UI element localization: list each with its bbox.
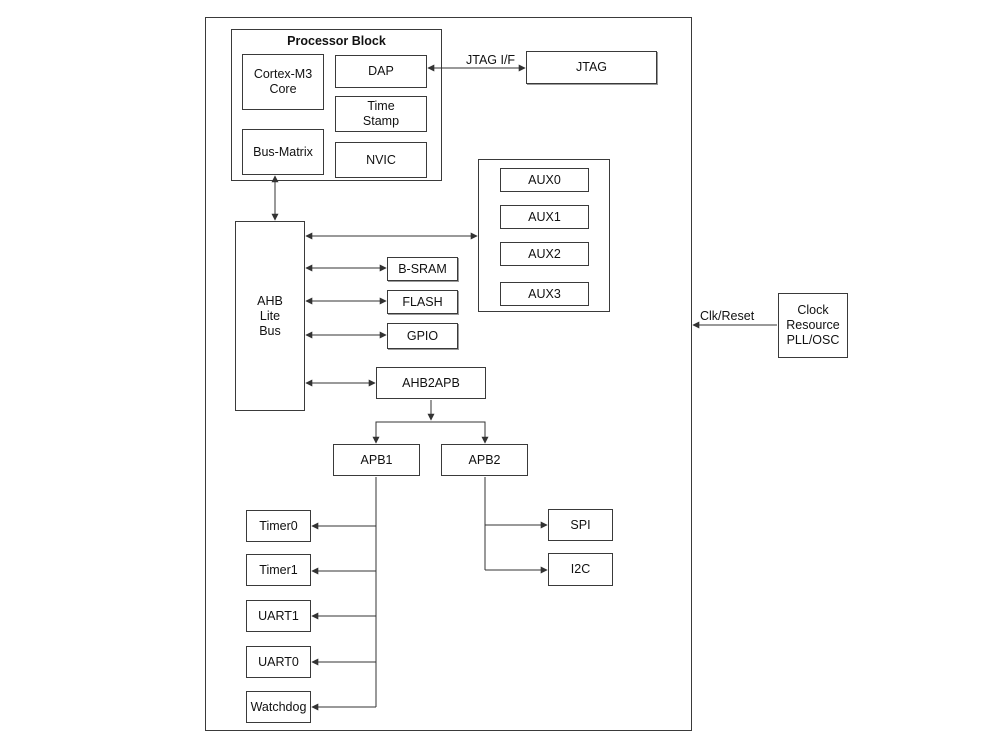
apb-split-line bbox=[375, 421, 486, 443]
time-stamp-block: Time Stamp bbox=[335, 96, 427, 132]
i2c-block: I2C bbox=[548, 553, 613, 586]
aux0-block: AUX0 bbox=[500, 168, 589, 192]
jtag-if-label: JTAG I/F bbox=[466, 53, 516, 67]
flash-block: FLASH bbox=[387, 290, 458, 314]
apb2-block: APB2 bbox=[441, 444, 528, 476]
watchdog-block: Watchdog bbox=[246, 691, 311, 723]
aux2-block: AUX2 bbox=[500, 242, 589, 266]
apb1-block: APB1 bbox=[333, 444, 420, 476]
aux-group bbox=[478, 159, 610, 312]
gpio-block: GPIO bbox=[387, 323, 458, 349]
aux3-block: AUX3 bbox=[500, 282, 589, 306]
timer0-block: Timer0 bbox=[246, 510, 311, 542]
spi-block: SPI bbox=[548, 509, 613, 541]
bus-matrix-block: Bus-Matrix bbox=[242, 129, 324, 175]
uart0-block: UART0 bbox=[246, 646, 311, 678]
processor-block-title: Processor Block bbox=[287, 34, 386, 48]
clk-reset-label: Clk/Reset bbox=[700, 309, 755, 323]
ahb-lite-bus-block: AHB Lite Bus bbox=[235, 221, 305, 411]
uart1-block: UART1 bbox=[246, 600, 311, 632]
aux1-block: AUX1 bbox=[500, 205, 589, 229]
processor-block bbox=[231, 29, 442, 181]
clock-resource-block: Clock Resource PLL/OSC bbox=[778, 293, 848, 358]
ahb2apb-block: AHB2APB bbox=[376, 367, 486, 399]
nvic-block: NVIC bbox=[335, 142, 427, 178]
cortex-m3-core-block: Cortex-M3 Core bbox=[242, 54, 324, 110]
chip-boundary bbox=[205, 17, 692, 731]
timer1-block: Timer1 bbox=[246, 554, 311, 586]
b-sram-block: B-SRAM bbox=[387, 257, 458, 281]
jtag-block: JTAG bbox=[526, 51, 657, 84]
dap-block: DAP bbox=[335, 55, 427, 88]
